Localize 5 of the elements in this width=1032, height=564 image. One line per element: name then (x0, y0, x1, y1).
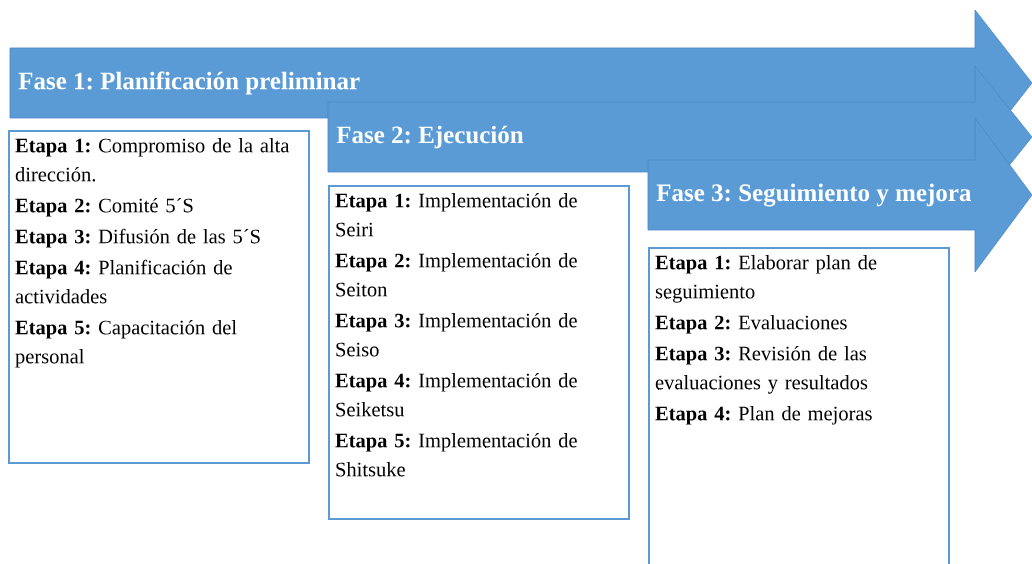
stage-box: Etapa 1: Compromiso de la alta dirección. Etapa 2: Comité 5´S Etapa 3: Difusión de las 5´S Etapa 4: Planificación de actividades Etapa 5: Capacitación del personal (8, 130, 310, 464)
stage-box: Etapa 1: Implementación de Seiri Etapa 2: Implementación de Seiton Etapa 3: Implementación de Seiso Etapa 4: Implementación de Seiketsu Etapa 5: Implementación de Shitsuke (328, 185, 630, 520)
node-label: Fase 2: Ejecución (336, 125, 524, 149)
node-label: Fase 3: Seguimiento y mejora (656, 183, 972, 207)
stage-box: Etapa 1: Elaborar plan de seguimiento Etapa 2: Evaluaciones Etapa 3: Revisión de las evaluaciones y resultados Etapa 4: Plan de mejoras (648, 247, 950, 564)
